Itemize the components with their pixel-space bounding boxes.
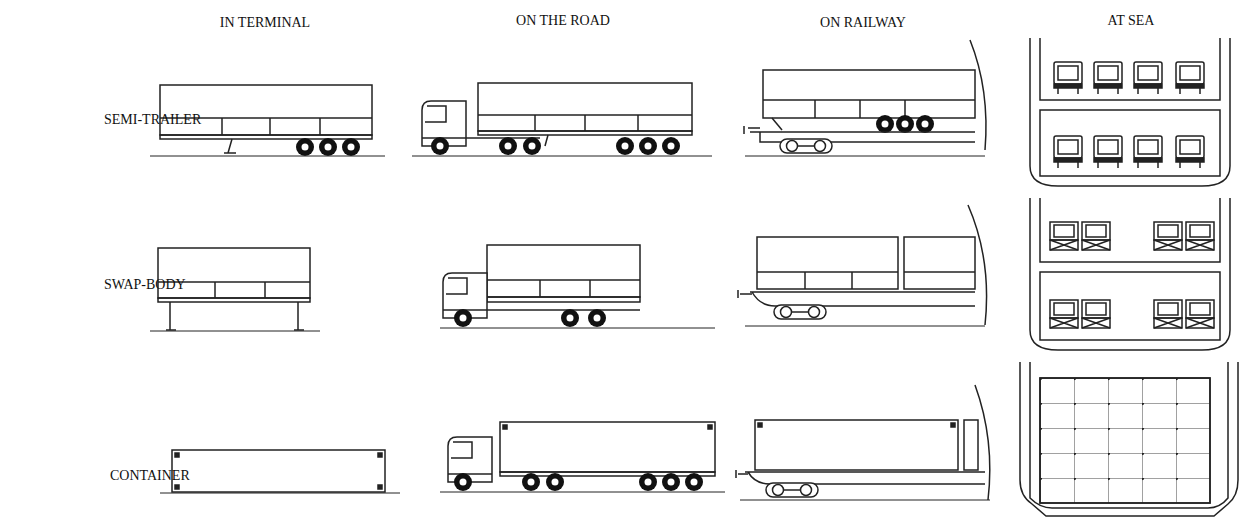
ship-swap-bodies [1030, 198, 1230, 350]
container-road [440, 422, 725, 492]
row-label: CONTAINER [110, 469, 190, 483]
column-header: IN TERMINAL [220, 16, 310, 30]
semi-trailer-railway [744, 40, 986, 156]
semi-trailer-road [412, 83, 712, 156]
ship-containers [1020, 362, 1238, 516]
column-header: ON RAILWAY [820, 16, 906, 30]
column-header: ON THE ROAD [516, 14, 610, 28]
row-label: SEMI-TRAILER [104, 113, 201, 127]
column-header: AT SEA [1108, 14, 1155, 28]
swap-body-road [440, 245, 715, 328]
ship-trailers [1030, 38, 1230, 186]
container-railway [736, 385, 990, 500]
container-terminal [160, 450, 400, 493]
row-label: SWAP-BODY [104, 278, 186, 292]
swap-body-railway [738, 205, 987, 326]
